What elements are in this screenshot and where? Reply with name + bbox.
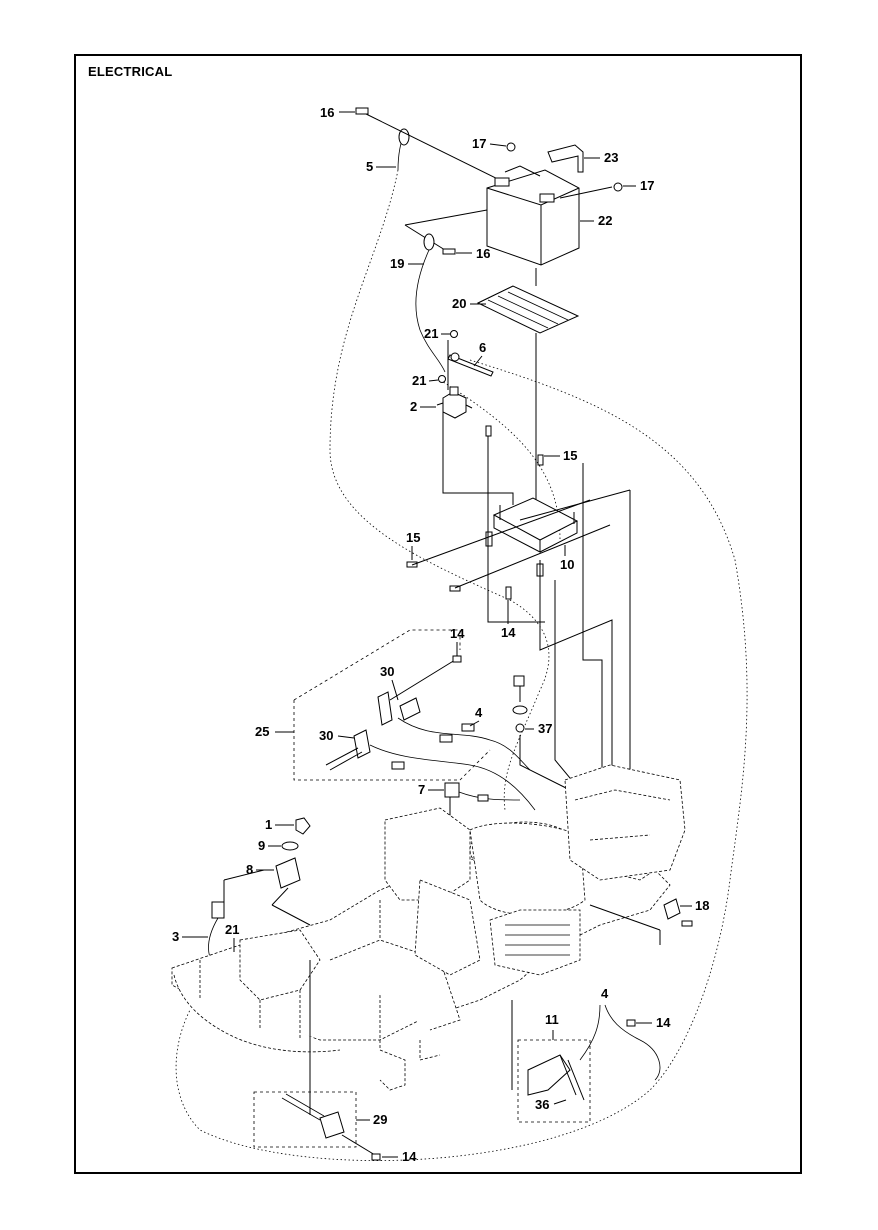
callout-4: 4 — [475, 705, 483, 720]
ignition-switch-8 — [271, 857, 301, 906]
bolt-screw-left — [449, 585, 461, 592]
bolt-16-top — [355, 107, 369, 115]
callout-20: 20 — [452, 296, 466, 311]
callout-22: 22 — [598, 213, 612, 228]
callout-19: 19 — [390, 256, 404, 271]
callout-15: 15 — [563, 448, 577, 463]
ignition-harness-3 — [208, 869, 311, 971]
bolt-tray-top — [485, 425, 492, 437]
group-29-box — [253, 1091, 357, 1148]
battery-hold-down-23 — [547, 144, 584, 173]
key-1 — [295, 817, 311, 835]
callout-14: 14 — [450, 626, 465, 641]
solenoid-2 — [436, 386, 473, 419]
nut-17-top — [506, 142, 516, 152]
callout-8: 8 — [246, 862, 253, 877]
callout-17: 17 — [472, 136, 486, 151]
callout-7: 7 — [418, 782, 425, 797]
callout-14: 14 — [501, 625, 516, 640]
group-25-box — [293, 629, 491, 781]
callout-14: 14 — [402, 1149, 417, 1164]
callout-16: 16 — [476, 246, 490, 261]
callout-21: 21 — [424, 326, 438, 341]
bolt-15-a — [537, 454, 544, 466]
battery-cable-19 — [404, 209, 488, 373]
nut-21-a — [450, 330, 458, 338]
callout-37: 37 — [538, 721, 552, 736]
engine-block — [384, 764, 686, 976]
callout-21: 21 — [412, 373, 426, 388]
callout-14: 14 — [656, 1015, 671, 1030]
section-title: ELECTRICAL — [88, 64, 173, 79]
fuse-holder-37 — [512, 675, 571, 791]
callout-23: 23 — [604, 150, 618, 165]
battery-cable-5 — [361, 111, 513, 187]
callout-16: 16 — [320, 105, 334, 120]
callout-1: 1 — [265, 817, 272, 832]
callout-30: 30 — [319, 728, 333, 743]
seat-switch-29 — [281, 960, 376, 1156]
harness-4-upper — [369, 717, 536, 811]
harness-loop-left — [329, 169, 550, 811]
battery-22 — [486, 165, 580, 266]
callout-18: 18 — [695, 898, 709, 913]
callout-3: 3 — [172, 929, 179, 944]
callout-30: 30 — [380, 664, 394, 679]
callout-25: 25 — [255, 724, 269, 739]
callout-21: 21 — [225, 922, 239, 937]
callout-4: 4 — [601, 986, 609, 1001]
callout-9: 9 — [258, 838, 265, 853]
harness-loop-lower — [439, 379, 561, 541]
battery-mat-20 — [476, 285, 580, 334]
nut-17-right — [613, 182, 623, 192]
switch-bracket-30-lower — [325, 729, 371, 771]
callout-10: 10 — [560, 557, 574, 572]
bolt-14-tray — [505, 586, 512, 600]
nut-9 — [281, 841, 299, 851]
nut-21-b — [438, 375, 446, 383]
callout-2: 2 — [410, 399, 417, 414]
switch-bracket-36 — [527, 1054, 585, 1101]
bolt-16-mid — [442, 248, 456, 255]
drawing-frame — [74, 54, 802, 1174]
callout-17: 17 — [640, 178, 654, 193]
bolt-14-bottom — [371, 1153, 381, 1161]
switch-18 — [589, 898, 693, 945]
cable-6 — [447, 352, 494, 377]
callout-29: 29 — [373, 1112, 387, 1127]
callout-36: 36 — [535, 1097, 549, 1112]
callout-labels: 16 5 17 23 17 22 16 19 20 21 6 21 2 15 1… — [172, 105, 709, 1164]
switch-bracket-30-upper — [377, 655, 462, 726]
callout-15: 15 — [406, 530, 420, 545]
callout-5: 5 — [366, 159, 373, 174]
callout-6: 6 — [479, 340, 486, 355]
harness-4-lower — [579, 1004, 661, 1081]
callout-11: 11 — [545, 1012, 559, 1027]
group-11-box — [517, 1030, 591, 1123]
